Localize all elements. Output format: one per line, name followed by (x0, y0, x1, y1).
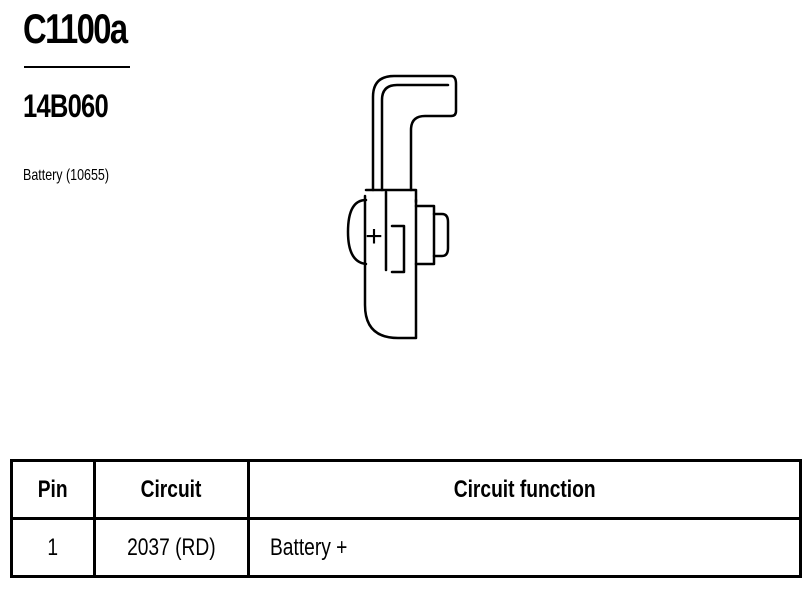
part-number: 14B060 (23, 88, 109, 124)
connector-description: Battery (10655) (23, 167, 110, 184)
circuit-function-cell: Battery + (247, 517, 802, 578)
column-header-pin: Pin (10, 459, 96, 520)
terminal-plus-symbol: + (365, 220, 383, 253)
circuit-cell: 2037 (RD) (93, 517, 250, 578)
title-divider (24, 66, 130, 68)
battery-terminal-connector-icon: + (346, 74, 458, 340)
connector-id: C1100a (23, 5, 128, 52)
table-header-row: Pin Circuit Circuit function (10, 459, 802, 520)
pin-table: Pin Circuit Circuit function 1 2037 (RD)… (10, 459, 802, 578)
column-header-circuit: Circuit (93, 459, 250, 520)
column-header-circuit-function: Circuit function (247, 459, 802, 520)
pin-cell: 1 (10, 517, 96, 578)
table-row: 1 2037 (RD) Battery + (10, 517, 802, 578)
